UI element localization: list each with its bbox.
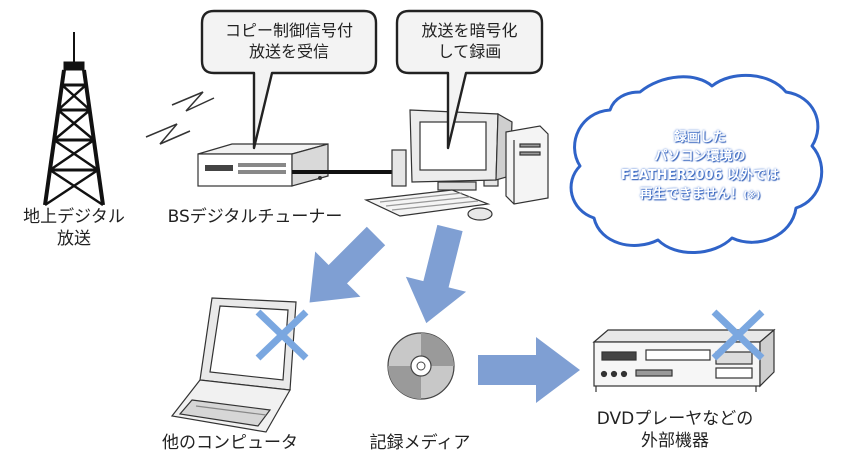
disc-icon (387, 332, 455, 400)
cross-laptop-icon (255, 309, 309, 361)
bubble-copy-control (200, 9, 378, 150)
arrow-to-media (405, 224, 467, 324)
bubble-copy-control-text: コピー制御信号付 放送を受信 (202, 20, 376, 62)
cloud-note: (※) (743, 191, 761, 201)
media-label: 記録メディア (369, 433, 471, 453)
dvd-label: DVDプレーヤなどの 外部機器 (570, 408, 780, 452)
bubble-line: コピー制御信号付 (224, 21, 353, 40)
flow-arrows (309, 224, 580, 403)
broadcast-tower-icon (43, 32, 105, 207)
warning-cloud-text: 録画した パソコン環境の FEATHER2006 以外では 再生できません！(※… (580, 128, 820, 206)
cloud-line: 再生できません！ (639, 187, 744, 202)
tower-label: 地上デジタル 放送 (0, 206, 148, 250)
laptop-label: 他のコンピュータ (162, 433, 298, 453)
arrow-to-laptop (309, 226, 386, 303)
cloud-line: パソコン環境の (654, 149, 746, 164)
cross-dvd-icon (711, 309, 765, 361)
desktop-pc-icon (363, 109, 549, 221)
bubble-encrypt-text: 放送を暗号化 して録画 (397, 20, 542, 62)
laptop-icon (170, 297, 297, 433)
arrow-to-dvd (478, 337, 580, 403)
label-line: 外部機器 (641, 431, 709, 451)
bs-tuner-icon (197, 143, 329, 187)
label-line: DVDプレーヤなどの (596, 409, 754, 429)
label-line: 放送 (57, 229, 91, 249)
cloud-line: 録画した (673, 130, 726, 145)
warning-cloud (569, 73, 824, 254)
bubble-line: 放送を受信 (248, 42, 329, 61)
label-line: 地上デジタル (23, 207, 125, 227)
bubble-line: 放送を暗号化 (421, 21, 518, 40)
bubble-line: して録画 (437, 42, 502, 61)
tuner-label: BSデジタルチューナー (167, 207, 343, 227)
signal-icon (145, 91, 215, 145)
bubble-encrypt (395, 9, 544, 150)
cloud-line: FEATHER2006 以外では (620, 168, 780, 183)
